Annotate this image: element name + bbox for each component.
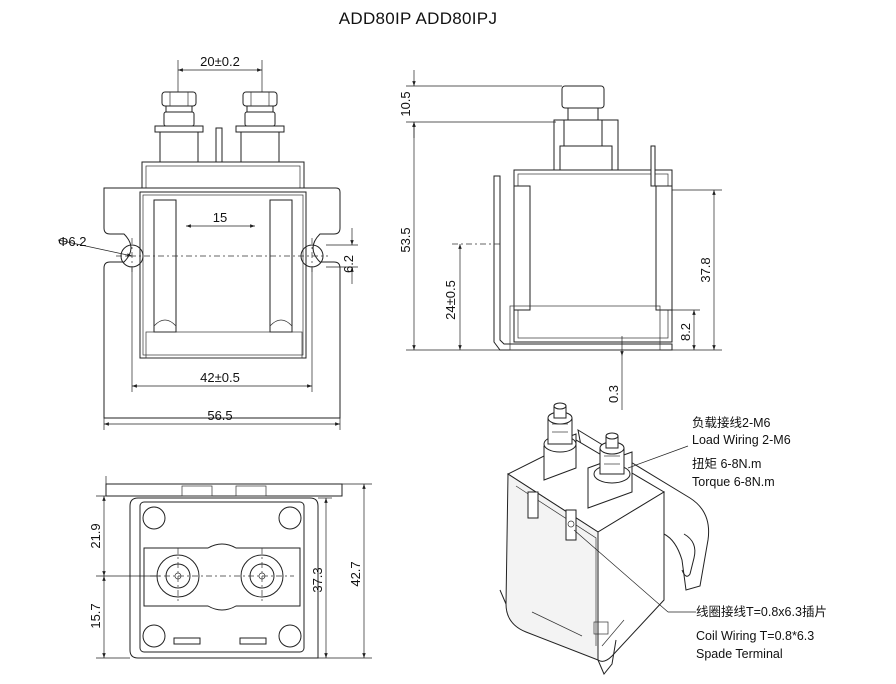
dim-total-depth: 42.7 [348,561,363,586]
front-terminal-left [154,91,204,163]
dim-total-height: 53.5 [398,227,413,252]
dim-lower: 15.7 [88,603,103,628]
dim-hole-diameter: Φ6.2 [58,234,86,249]
front-view [103,91,341,419]
dim-coil-tab-spacing: 15 [213,210,227,225]
front-dimensions: 20±0.2 15 Φ6.2 6.2 42±0.5 56.5 [57,54,358,430]
front-terminal-right [235,91,285,163]
bottom-view [105,483,343,659]
note-coil-wiring-en: Coil Wiring T=0.8*6.3 [696,629,814,643]
note-load-wiring-cn: 负载接线2-M6 [692,415,771,430]
dim-body-depth: 37.3 [310,567,325,592]
dim-body-height: 37.8 [698,257,713,282]
iso-terminal-a [543,402,577,481]
side-dimensions: 10.5 53.5 24±0.5 37.8 8.2 0.3 [398,70,722,410]
iso-view [499,402,710,675]
note-load-wiring-en: Load Wiring 2-M6 [692,433,791,447]
dim-hole-spacing: 42±0.5 [200,370,240,385]
dim-upper: 21.9 [88,523,103,548]
note-spade-terminal: Spade Terminal [696,647,783,661]
note-torque-cn: 扭矩 6-8N.m [692,457,761,471]
dim-terminal-spacing: 20±0.2 [200,54,240,69]
dim-slot-height: 6.2 [341,255,356,273]
drawing-title: ADD80IP ADD80IPJ [339,9,498,28]
dim-bottom-offset: 8.2 [678,323,693,341]
dim-plate-thickness: 0.3 [606,385,621,403]
side-view [452,85,673,351]
iso-annotations: 负载接线2-M6 Load Wiring 2-M6 扭矩 6-8N.m Torq… [573,415,827,661]
dim-nut-height: 10.5 [398,91,413,116]
note-coil-wiring-cn: 线圈接线T=0.8x6.3插片 [696,604,827,619]
iso-terminal-b [587,432,633,509]
dim-total-width: 56.5 [207,408,232,423]
dim-mount-height: 24±0.5 [443,280,458,320]
note-torque-en: Torque 6-8N.m [692,475,775,489]
bottom-dimensions: 21.9 15.7 37.3 42.7 [88,476,372,659]
